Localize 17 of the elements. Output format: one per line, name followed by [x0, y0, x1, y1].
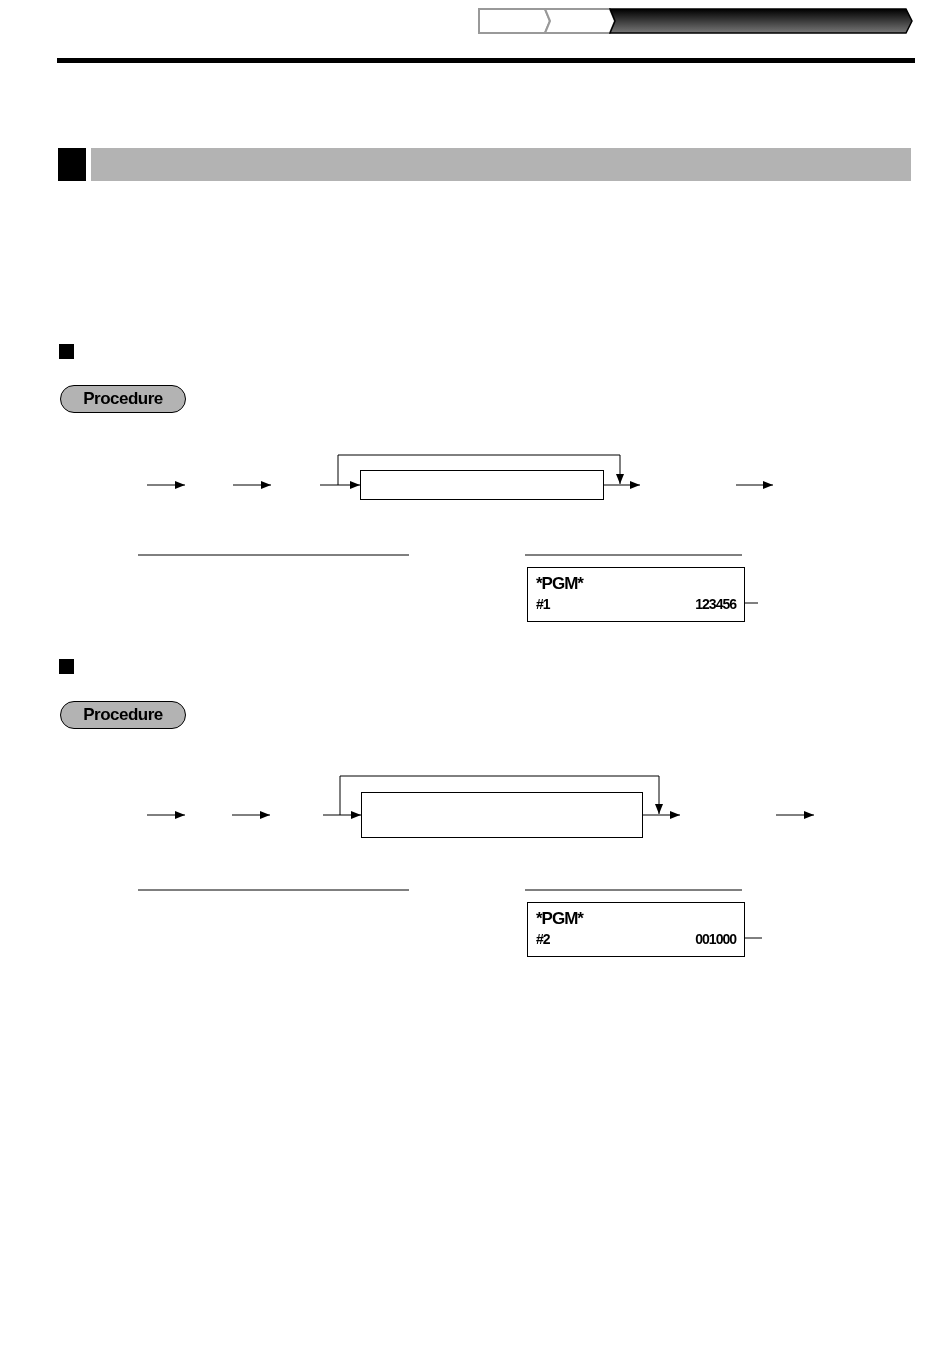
- receipt-value: 001000: [695, 931, 736, 947]
- receipt-header: *PGM*: [536, 909, 583, 929]
- arrow: [322, 811, 362, 819]
- receipt-line-number: #2: [536, 931, 550, 947]
- flow-box: [361, 792, 643, 838]
- receipt-value: 123456: [695, 596, 736, 612]
- section-bar: [91, 148, 911, 181]
- receipt-printout: [527, 567, 745, 622]
- procedure-label: Procedure: [60, 701, 186, 729]
- receipt-printout: [527, 902, 745, 957]
- receipt-header: *PGM*: [536, 574, 583, 594]
- procedure-label: Procedure: [60, 385, 186, 413]
- arrow: [603, 481, 641, 489]
- arrow: [642, 811, 681, 819]
- flow-box: [360, 470, 604, 500]
- arrow: [319, 481, 361, 489]
- receipt-line-number: #1: [536, 596, 550, 612]
